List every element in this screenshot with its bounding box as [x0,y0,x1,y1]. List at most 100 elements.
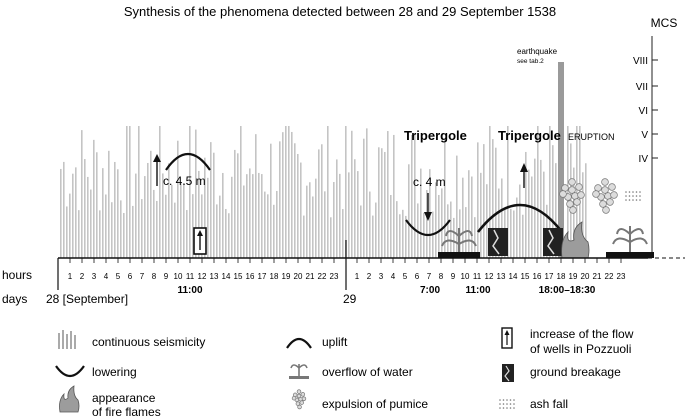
uplift-arc-1 [165,153,211,171]
legend-label: expulsion of pumice [322,397,428,411]
seismicity-bar [324,191,326,258]
seismicity-bar [330,217,332,258]
seismicity-bar [498,188,500,258]
seismicity-bar [150,150,152,258]
seismicity-bar [531,176,533,258]
seismicity-bar [318,149,320,258]
seismicity-bar [399,214,401,258]
hour-tick-label: 16 [246,272,255,281]
seismicity-bar [231,176,233,258]
seismicity-bar [84,159,86,258]
seismicity-bar [90,189,92,258]
seismicity-bar [471,176,473,258]
seismicity-bar [378,147,380,258]
seismicity-bar [99,210,101,258]
seismicity-bar [135,173,137,258]
hour-tick-label: 19 [282,272,291,281]
water-overflow-icon [438,228,480,258]
ash-fall-icon [625,191,641,201]
hour-tick-label: 2 [367,272,372,281]
ground-breakage-icon [502,364,514,382]
water-overflow-icon [289,364,309,379]
seismicity-bar [480,172,482,258]
seismicity-bar [141,199,143,258]
seismicity-bar [78,210,80,258]
water-overflow-icon [606,226,654,258]
fire-flames-icon [59,385,80,413]
seismicity-bar [219,195,221,258]
hour-tick-label: 14 [222,272,231,281]
mcs-level-label: VI [639,106,648,117]
seismicity-bar [510,208,512,258]
hour-tick-label: 15 [521,272,530,281]
mcs-level-label: IV [639,154,649,165]
diagram-title: Synthesis of the phenomena detected betw… [124,4,556,19]
seismicity-bar [177,140,179,258]
ground-breakage-icon [543,228,563,256]
seismicity-bar [426,190,428,258]
seismicity-bar [285,126,287,258]
seismicity-bar [351,130,353,258]
tripergole-label-2: Tripergole [498,128,561,143]
seismicity-bar [105,194,107,258]
hour-tick-label: 6 [128,272,133,281]
seismicity-bar [519,184,521,258]
hour-tick-label: 8 [152,272,157,281]
seismicity-bar [306,185,308,258]
earthquake-label: earthquake [517,47,558,56]
seismicity-bar [252,174,254,258]
hour-tick-label: 22 [605,272,614,281]
seismicity-bar [537,126,539,258]
seismicity-bar [186,210,188,258]
uplift-arc-2 [476,203,564,233]
hour-tick-label: 21 [306,272,315,281]
seismicity-bar [249,168,251,258]
time-marker-1: 11:00 [177,285,202,296]
seismicity-bar [450,201,452,258]
seismicity-bar [408,164,410,258]
see-tab-label: see tab.2 [517,58,544,65]
seismicity-bar [87,176,89,258]
hour-tick-label: 23 [617,272,626,281]
day1-label: 28 [September] [46,292,128,306]
seismicity-bar [156,200,158,258]
seismicity-bar [225,208,227,258]
seismicity-bar [438,194,440,258]
time-marker-3: 11:00 [465,285,490,296]
seismicity-bar [339,173,341,258]
seismicity-bar [234,149,236,258]
seismicity-bar [420,168,422,258]
seismicity-bar [483,144,485,258]
seismicity-bar [210,142,212,258]
seismicity-bar [207,177,209,258]
hour-tick-label: 11 [186,272,195,281]
mcs-level-label: VII [636,82,648,93]
seismicity-bar [372,215,374,258]
legend: continuous seismicity uplift increase of… [55,327,634,419]
seismicity-bar [528,169,530,258]
hour-tick-label: 15 [234,272,243,281]
ash-fall-icon [499,399,515,409]
seismicity-bar [327,126,329,258]
hour-tick-label: 7 [140,272,145,281]
seismicity-bar [255,134,257,258]
seismicity-bar [462,177,464,258]
seismicity-bar [468,170,470,258]
legend-item-continuous-seismicity: continuous seismicity [58,330,205,349]
seismicity-bar [444,138,446,258]
legend-item-pumice: expulsion of pumice [291,389,428,411]
seismicity-bar [246,174,248,258]
seismicity-bar [288,126,290,258]
seismicity-bar [270,143,272,258]
ground-breakage-icon [488,228,508,256]
hour-tick-label: 8 [439,272,444,281]
seismicity-bar [501,178,503,258]
fire-flames-icon [561,221,590,259]
seismicity-bar [540,159,542,258]
hour-tick-label: 21 [593,272,602,281]
seismicity-bar [264,191,266,258]
well-flow-icon [501,327,513,349]
seismicity-bar [147,162,149,258]
